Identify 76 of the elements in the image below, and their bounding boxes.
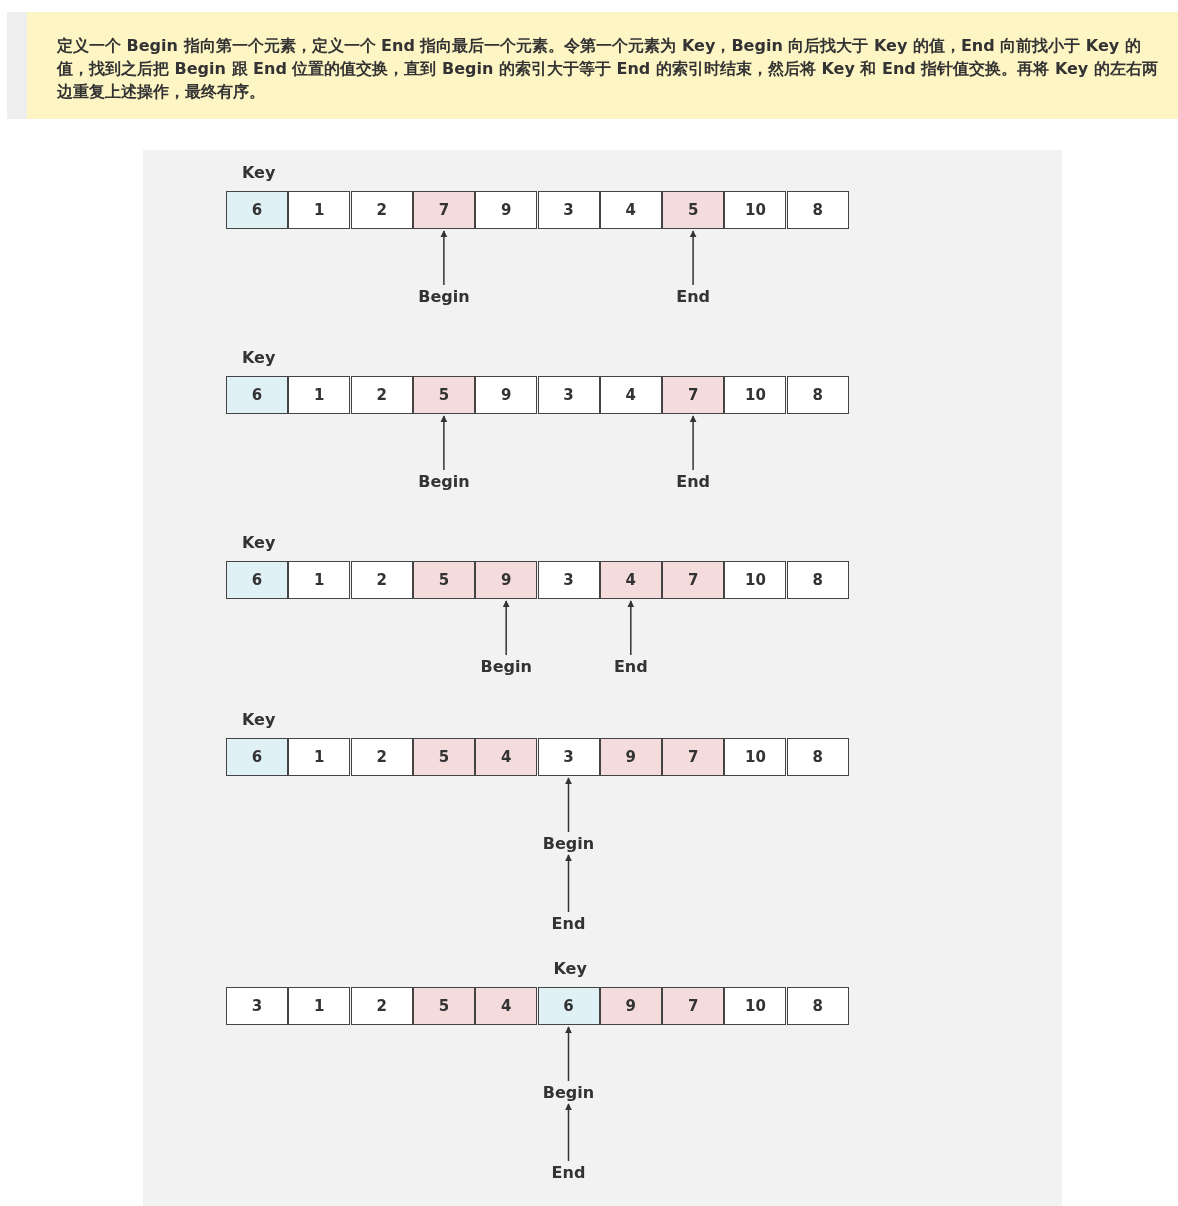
array-cell: 8 <box>786 561 849 599</box>
arrow <box>627 600 635 656</box>
array-cell: 8 <box>786 191 849 229</box>
array-cell: 10 <box>724 738 787 776</box>
array-cell: 3 <box>537 561 600 599</box>
array-cell: 9 <box>475 191 538 229</box>
array-cell: 4 <box>475 738 538 776</box>
array-cell: 4 <box>475 987 538 1025</box>
pointer-label: Begin <box>480 657 532 676</box>
arrow <box>689 415 697 471</box>
array-cell: 1 <box>288 987 351 1025</box>
array-cell: 8 <box>786 987 849 1025</box>
array-cell: 6 <box>226 191 288 229</box>
array-cell: 5 <box>662 191 725 229</box>
array-cell: 10 <box>724 376 787 414</box>
array-cell: 7 <box>662 987 725 1025</box>
arrow <box>689 230 697 286</box>
pointer-label: Begin <box>542 834 595 853</box>
array-cell: 6 <box>226 376 288 414</box>
array-cell: 4 <box>599 376 662 414</box>
array-cell: 8 <box>786 738 849 776</box>
array-cell: 3 <box>537 738 600 776</box>
array-cell: 7 <box>662 561 725 599</box>
array-cell: 2 <box>350 561 413 599</box>
array-cell: 8 <box>786 376 849 414</box>
pointer-label: Begin <box>418 287 470 306</box>
array-cell: 1 <box>288 191 351 229</box>
pointer-label: End <box>551 1163 586 1182</box>
pointer-label: End <box>676 472 710 491</box>
arrow <box>440 415 448 471</box>
pointer-label: Key <box>242 163 276 182</box>
array-cell: 1 <box>288 738 351 776</box>
array-cell: 5 <box>412 987 475 1025</box>
array-cell: 10 <box>724 561 787 599</box>
array-cell: 6 <box>226 738 288 776</box>
array-cell: 4 <box>599 191 662 229</box>
array-cell: 5 <box>412 376 475 414</box>
array-cell: 9 <box>475 376 538 414</box>
array-cell: 5 <box>412 738 475 776</box>
array-cell: 3 <box>226 987 288 1025</box>
pointer-label: Key <box>242 533 276 552</box>
array-cell: 1 <box>288 376 351 414</box>
note-box: 定义一个 Begin 指向第一个元素，定义一个 End 指向最后一个元素。令第一个元素为 Key，Begin 向后找大于 Key 的值，End 向前找小于 Key 的值，找到之后把 Begin 跟 End 位置的值交换，直到 Begin 的索引大于等于 End 的索引时结束，然后将 Key 和 End 指针值交换。再将 Key 的左右两边重复上述操作，最终有序。 <box>7 12 1178 119</box>
array-cell: 7 <box>662 738 725 776</box>
array-cell: 9 <box>599 987 662 1025</box>
array-cell: 7 <box>412 191 475 229</box>
pointer-label: Key <box>553 959 587 978</box>
array-cell: 5 <box>412 561 475 599</box>
array-cell: 2 <box>350 376 413 414</box>
pointer-label: Key <box>242 710 276 729</box>
arrow <box>502 600 510 656</box>
pointer-label: End <box>613 657 648 676</box>
pointer-label: End <box>676 287 710 306</box>
array-cell: 2 <box>350 987 413 1025</box>
pointer-label: End <box>551 914 586 933</box>
pointer-label: Begin <box>418 472 470 491</box>
array-cell: 3 <box>537 376 600 414</box>
array-cell: 2 <box>350 738 413 776</box>
array-cell: 1 <box>288 561 351 599</box>
pointer-label: Begin <box>542 1083 595 1102</box>
array-cell: 6 <box>226 561 288 599</box>
arrow <box>565 854 572 913</box>
array-cell: 6 <box>537 987 600 1025</box>
array-cell: 7 <box>662 376 725 414</box>
array-cell: 9 <box>599 738 662 776</box>
array-cell: 3 <box>537 191 600 229</box>
pointer-label: Key <box>242 348 276 367</box>
arrow <box>440 230 448 286</box>
array-cell: 2 <box>350 191 413 229</box>
array-cell: 10 <box>724 191 787 229</box>
array-cell: 4 <box>599 561 662 599</box>
arrow <box>565 1103 572 1162</box>
array-cell: 9 <box>475 561 538 599</box>
array-cell: 10 <box>724 987 787 1025</box>
arrow <box>565 777 572 833</box>
arrow <box>565 1026 572 1082</box>
